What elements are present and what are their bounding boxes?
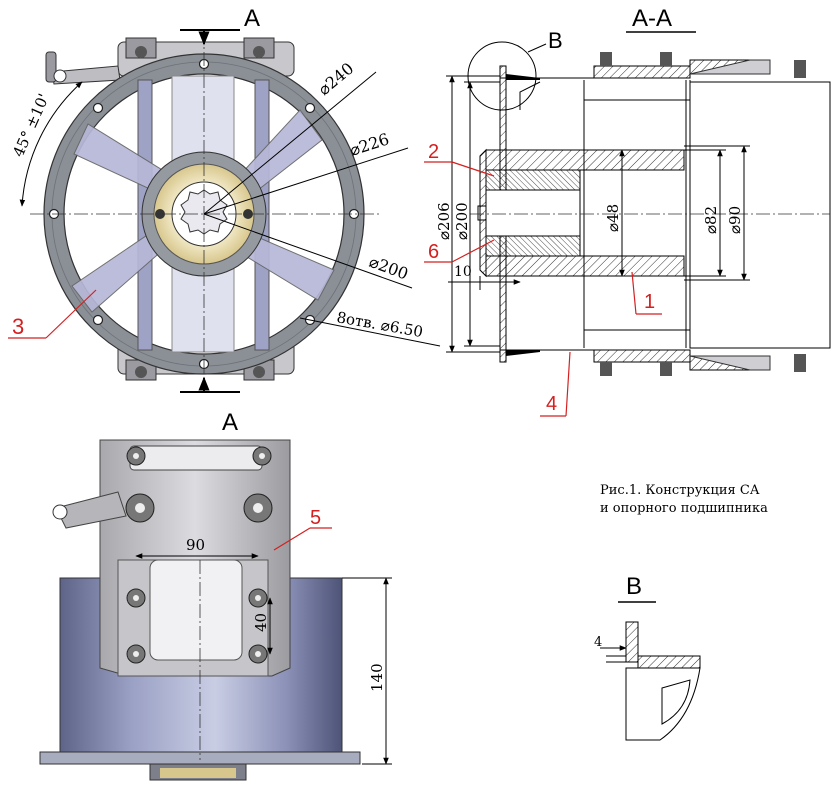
section-cut-bottom — [180, 376, 240, 393]
callout-5: 5 — [310, 507, 321, 529]
section-view: A-A — [424, 5, 831, 417]
dim-90-label: 90 — [186, 536, 205, 554]
lower-flange — [593, 349, 691, 363]
dia-90-label: ⌀90 — [726, 206, 744, 234]
dim-10-label: 10 — [454, 264, 472, 280]
section-cut-top: A — [180, 5, 260, 46]
detail-b-dim-4: 4 — [594, 635, 602, 650]
callout-6: 6 — [428, 241, 439, 263]
caption-line-1: Рис.1. Конструкция СА — [600, 483, 760, 498]
detail-ref: B — [548, 28, 563, 53]
section-mark-top: A — [244, 5, 260, 32]
hub-bottom — [485, 255, 685, 277]
ring-bolt-holes — [48, 58, 360, 370]
lever-arm — [45, 51, 121, 85]
bearing-bottom — [485, 235, 581, 257]
dia-200-label: ⌀200 — [367, 252, 411, 284]
dim-140-label: 140 — [368, 663, 386, 692]
front-view: A 45° ±10' ⌀240 ⌀226 ⌀200 8отв. ⌀6.50 3 — [8, 5, 441, 393]
plate-slot — [149, 559, 243, 661]
detail-b-title: B — [626, 573, 642, 600]
upper-flange — [593, 65, 691, 79]
side-lever — [55, 491, 127, 529]
bearing-top — [485, 169, 581, 191]
detail-b-flange — [625, 621, 639, 663]
dim-40-label: 40 — [252, 613, 270, 632]
callout-3: 3 — [12, 314, 24, 339]
dia-82-label: ⌀82 — [702, 206, 720, 234]
hub-top — [485, 149, 685, 171]
dia-206-label: ⌀206 — [435, 202, 453, 240]
detail-circle — [467, 41, 537, 111]
callout-2: 2 — [428, 141, 439, 163]
section-title: A-A — [632, 5, 672, 32]
detail-b: B 4 — [594, 573, 701, 741]
shaft — [485, 189, 581, 237]
side-view-title: A — [222, 409, 238, 436]
side-view: A 90 40 — [39, 409, 392, 781]
dia-48-label: ⌀48 — [604, 204, 622, 232]
caption-line-2: и опорного подшипника — [600, 501, 768, 516]
caption: Рис.1. Конструкция СА и опорного подшипн… — [600, 483, 768, 516]
dia-200-sec-label: ⌀200 — [453, 202, 471, 240]
callout-1: 1 — [644, 291, 655, 313]
detail-b-shell — [637, 655, 701, 669]
holes-label: 8отв. ⌀6.50 — [335, 308, 424, 341]
callout-4: 4 — [546, 393, 557, 415]
